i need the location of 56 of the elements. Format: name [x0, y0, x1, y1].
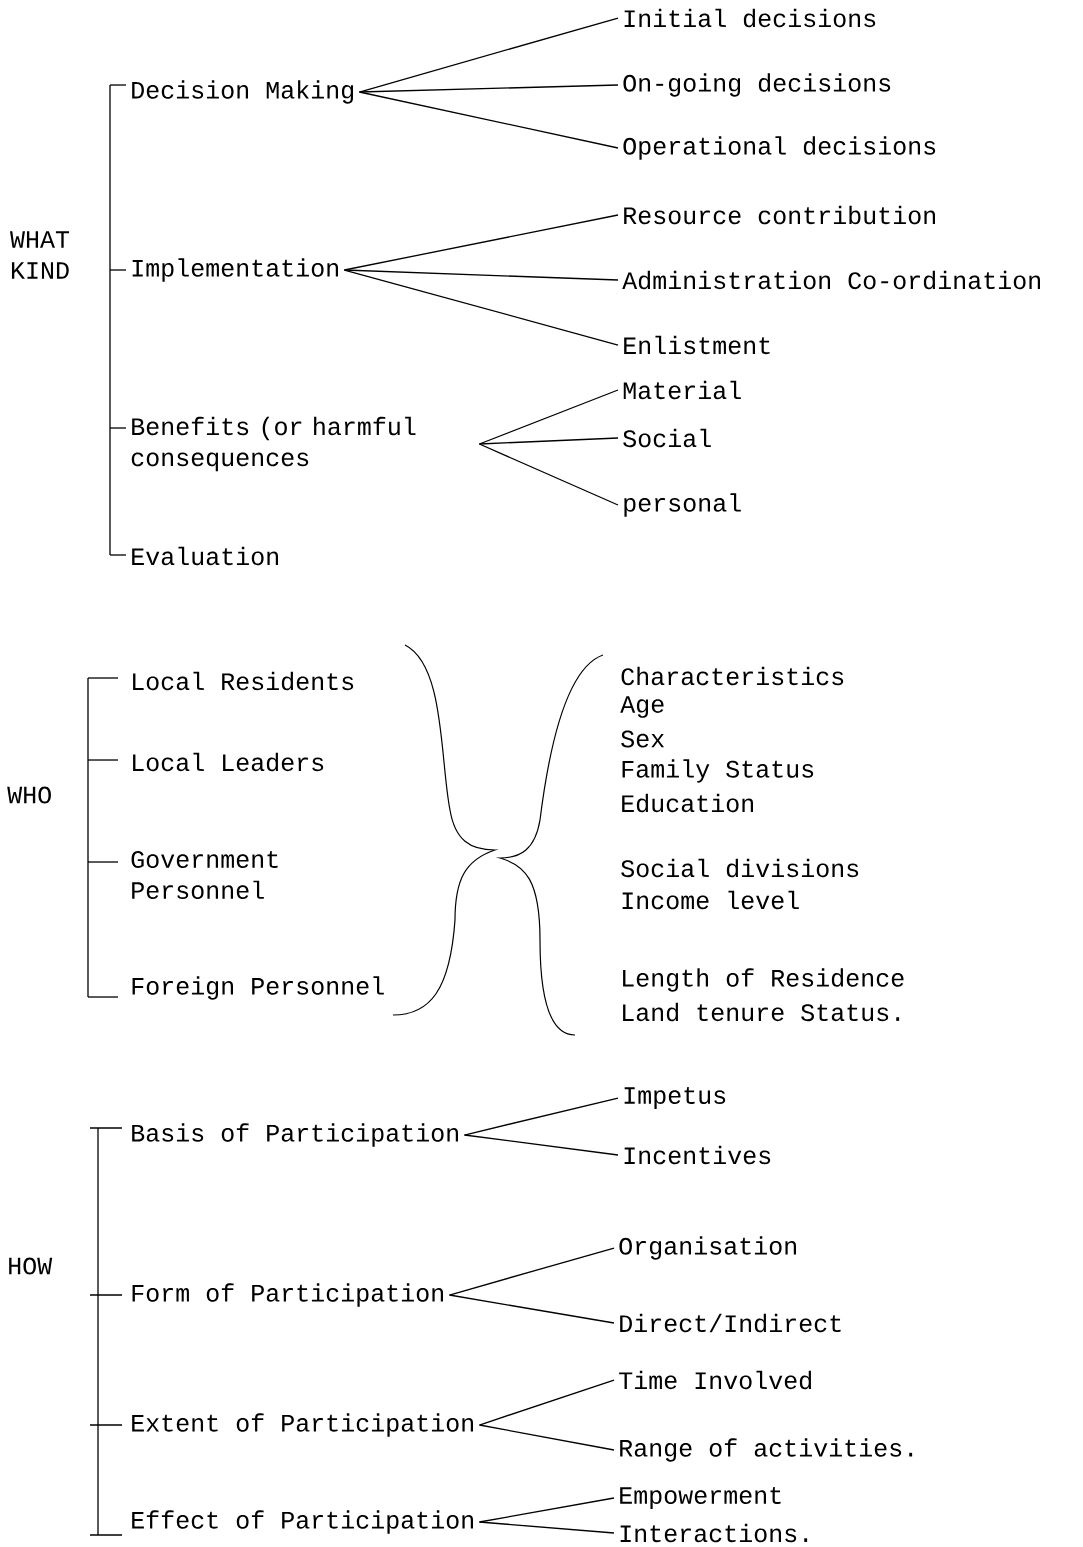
item-label: Foreign Personnel	[132, 976, 384, 1000]
item-label: Government Personnel	[131, 851, 278, 899]
item-label: Implementation	[132, 258, 338, 282]
connector-line	[343, 269, 619, 346]
item-label: Land tenure Status.	[623, 1002, 900, 1022]
connector-line	[478, 1379, 615, 1426]
item-label: Direct/Indirect	[620, 1313, 841, 1333]
item-label: Education	[622, 793, 753, 813]
connector-line	[478, 1424, 615, 1451]
item-label: Social	[623, 428, 711, 448]
connector-line	[478, 437, 619, 445]
item-label: Effect of Participation	[132, 1510, 473, 1534]
item-label: Local Leaders	[133, 752, 324, 772]
item-label: Initial decisions	[624, 8, 876, 28]
item-label: Administration Co-ordination	[622, 270, 1040, 290]
item-label: Extent of Participation	[132, 1413, 473, 1437]
item-label: Material	[623, 380, 741, 400]
item-label: Empowerment	[620, 1487, 781, 1509]
connector-line	[463, 1097, 619, 1136]
item-label: Length of Residence	[623, 968, 904, 992]
item-label: Decision Making	[132, 80, 354, 104]
connector-line	[358, 91, 619, 149]
item-label: Basis of Participation	[132, 1123, 458, 1147]
item-label: Form of Participation	[132, 1283, 443, 1307]
item-label: Characteristics	[621, 666, 844, 686]
item-label: Benefits (or harmful consequences	[131, 416, 416, 472]
item-label: Operational decisions	[623, 136, 936, 160]
connector-line	[478, 389, 619, 445]
item-label: Age	[620, 696, 664, 718]
item-label: Local Residents	[133, 671, 354, 691]
item-label: Evaluation	[132, 546, 278, 566]
connector-line	[448, 1247, 615, 1296]
item-label: Income level	[622, 890, 799, 910]
item-label: Organisation	[619, 1236, 796, 1260]
connector-line	[478, 443, 619, 506]
connector-line	[358, 84, 619, 93]
item-label: Sex	[621, 730, 665, 748]
item-label: Enlistment	[624, 335, 770, 355]
connector-line	[463, 1134, 619, 1156]
connector-line	[478, 1497, 615, 1523]
item-label: Range of activities.	[620, 1438, 913, 1462]
item-label: Incentives	[624, 1145, 771, 1165]
item-label: Impetus	[624, 1087, 726, 1109]
category-label: WHAT KIND	[10, 231, 70, 279]
item-label: personal	[624, 493, 741, 517]
item-label: Time Involved	[619, 1370, 811, 1390]
item-label: Interactions.	[620, 1523, 808, 1543]
connector-line	[448, 1294, 615, 1324]
category-label: HOW	[9, 1257, 53, 1275]
item-label: Social divisions	[621, 858, 859, 878]
item-label: Family Status	[622, 759, 814, 783]
connector-line	[478, 1521, 615, 1534]
category-label: WHO	[7, 786, 51, 804]
item-label: On-going decisions	[623, 73, 891, 97]
item-label: Resource contribution	[624, 205, 935, 225]
connector-line	[343, 269, 619, 281]
